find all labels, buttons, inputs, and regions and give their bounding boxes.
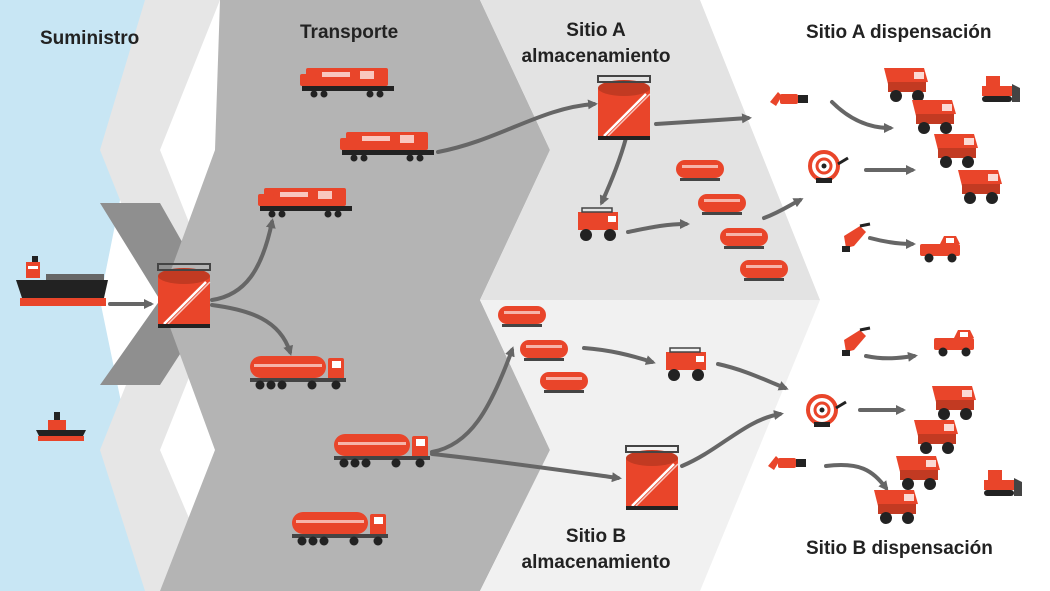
flow-arrow-icon xyxy=(599,136,628,206)
shoreline xyxy=(0,0,16,591)
bulldozer-icon xyxy=(982,76,1020,102)
site-a-storage-label-line2: almacenamiento xyxy=(521,46,671,67)
site-b-storage-label-line2: almacenamiento xyxy=(521,552,671,573)
dump-truck-icon xyxy=(932,386,976,420)
flow-arrow-icon xyxy=(824,463,889,492)
flow-arrow-icon xyxy=(680,410,784,468)
transport-label: Transporte xyxy=(300,22,399,43)
flow-arrow-icon xyxy=(716,362,789,391)
flow-arrow-icon xyxy=(830,100,894,133)
hose-reel-icon xyxy=(806,394,848,429)
hose-nozzle-icon xyxy=(768,456,806,470)
flow-arrow-icon xyxy=(430,346,515,454)
dump-truck-icon xyxy=(884,68,928,102)
dump-truck-icon xyxy=(912,100,956,134)
flow-arrow-icon xyxy=(210,303,293,356)
fuel-nozzle-icon xyxy=(840,222,872,254)
site-b-storage-label: Sitio B almacenamiento xyxy=(512,524,680,576)
site-a-storage-band xyxy=(480,0,820,300)
flow-arrow-icon xyxy=(864,351,918,362)
flow-arrow-icon xyxy=(430,452,622,483)
hose-nozzle-icon xyxy=(770,92,808,106)
flow-arrow-icon xyxy=(436,99,598,154)
site-a-storage-label: Sitio A almacenamiento xyxy=(512,18,680,70)
pickup-truck-icon xyxy=(920,236,960,263)
flow-arrow-icon xyxy=(868,236,916,249)
site-a-dispensing-label: Sitio A dispensación xyxy=(806,22,992,43)
dump-truck-icon xyxy=(914,420,958,454)
dump-truck-icon xyxy=(934,134,978,168)
storage-tank-icon xyxy=(156,262,212,330)
storage-tank-icon xyxy=(624,444,680,512)
supply-label: Suministro xyxy=(40,28,140,49)
dump-truck-icon xyxy=(958,170,1002,204)
storage-tank-icon xyxy=(596,74,652,142)
flow-arrow-icon xyxy=(762,198,804,220)
pickup-truck-icon xyxy=(934,330,974,357)
site-b-storage-label-line1: Sitio B xyxy=(565,526,627,547)
site-b-dispensing-label: Sitio B dispensación xyxy=(806,538,993,559)
dump-truck-icon xyxy=(874,490,918,524)
flow-arrow-icon xyxy=(210,218,276,302)
bulldozer-icon xyxy=(984,470,1022,496)
tugboat-icon xyxy=(36,412,86,441)
fuel-nozzle-icon xyxy=(840,326,872,358)
flow-arrow-icon xyxy=(582,346,656,365)
site-a-storage-label-line1: Sitio A xyxy=(566,20,626,41)
ship-icon xyxy=(16,256,108,306)
dump-truck-icon xyxy=(896,456,940,490)
flow-arrow-icon xyxy=(654,113,752,126)
hose-reel-icon xyxy=(808,150,850,185)
flow-arrow-icon xyxy=(626,219,690,234)
